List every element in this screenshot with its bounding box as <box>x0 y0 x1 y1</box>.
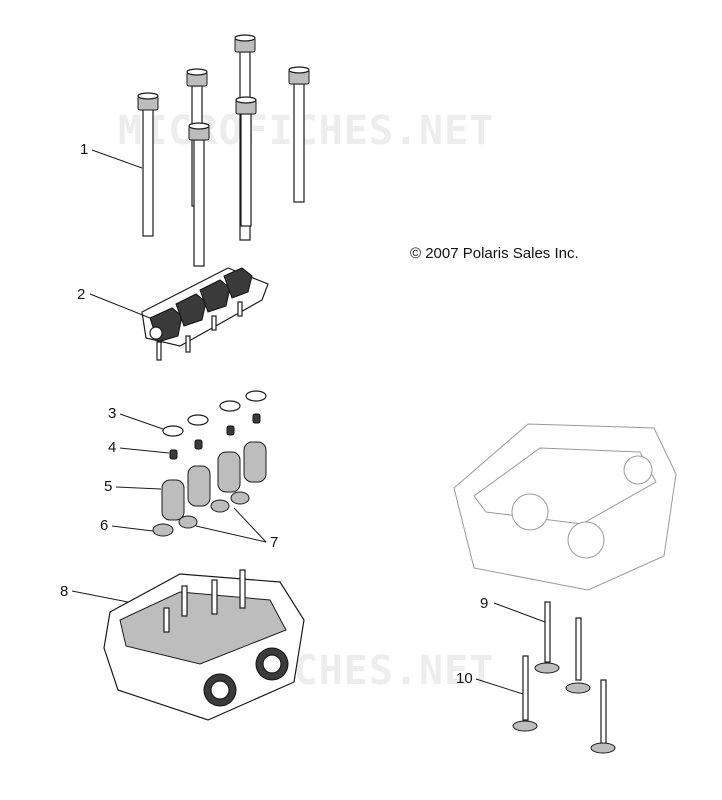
callout-label-10: 10 <box>456 670 473 687</box>
copyright-notice: © 2007 Polaris Sales Inc. <box>410 245 579 262</box>
callout-4: 4 <box>108 439 170 456</box>
callout-8: 8 <box>60 583 129 603</box>
callout-7: 7 <box>195 507 278 551</box>
valve-springs <box>161 441 267 521</box>
callout-10: 10 <box>456 670 524 695</box>
callout-2: 2 <box>77 286 151 319</box>
callout-label-9: 9 <box>480 595 488 612</box>
valve-keepers <box>169 413 261 460</box>
head-bolt <box>235 96 257 227</box>
callout-1: 1 <box>80 141 143 169</box>
callouts: 1 2 3 4 5 6 7 8 <box>60 141 546 695</box>
callout-label-3: 3 <box>108 405 116 422</box>
intake-valves <box>512 655 616 754</box>
callout-9: 9 <box>480 595 546 623</box>
cylinder-head <box>103 569 305 721</box>
spring-seats <box>152 523 174 537</box>
head-bolt <box>288 66 310 203</box>
head-bolt <box>188 122 210 267</box>
valve-stem-seals <box>178 491 250 529</box>
valve-spring-retainers <box>162 390 267 437</box>
head-bolts <box>137 34 310 267</box>
callout-6: 6 <box>100 517 154 534</box>
callout-label-1: 1 <box>80 141 88 158</box>
exhaust-valves <box>534 601 591 694</box>
callout-3: 3 <box>108 405 164 430</box>
callout-label-2: 2 <box>77 286 85 303</box>
callout-label-5: 5 <box>104 478 112 495</box>
callout-label-4: 4 <box>108 439 116 456</box>
callout-label-8: 8 <box>60 583 68 600</box>
callout-label-7: 7 <box>270 534 278 551</box>
callout-5: 5 <box>104 478 162 495</box>
rocker-arm-assembly <box>141 267 269 361</box>
cylinder-head-ghost <box>453 423 677 591</box>
watermark-top: MICROFICHES.NET <box>118 108 494 154</box>
callout-label-6: 6 <box>100 517 108 534</box>
head-bolt <box>137 92 159 237</box>
